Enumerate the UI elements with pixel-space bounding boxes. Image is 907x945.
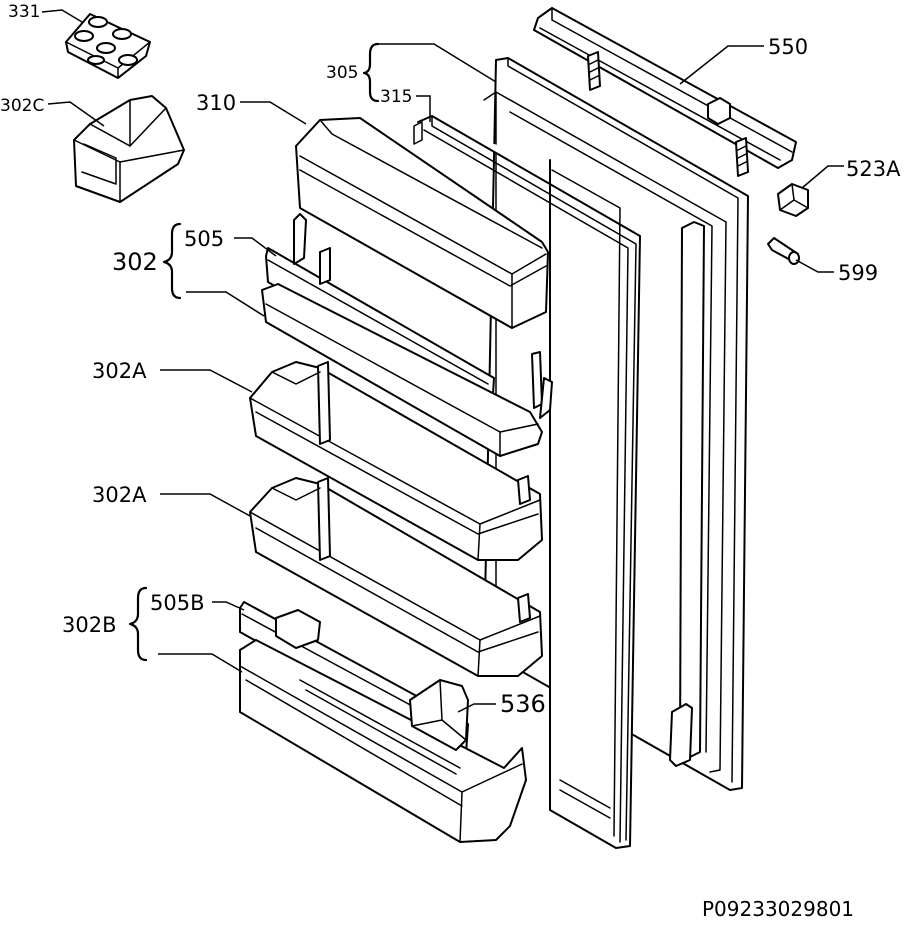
egg-tray-331 — [65, 13, 151, 79]
label-550-group: 550 — [679, 35, 808, 85]
label-305-group: 305 — [326, 42, 497, 103]
pin-599 — [767, 237, 800, 265]
label-302a-upper: 302A — [92, 359, 147, 383]
label-305: 305 — [326, 63, 358, 83]
label-331-group: 331 — [8, 2, 83, 23]
door-handle-recess — [669, 221, 705, 767]
label-302: 302 — [112, 248, 158, 276]
label-310-group: 310 — [196, 91, 307, 125]
label-302c: 302C — [0, 96, 44, 116]
hinge-clip-523a — [777, 183, 809, 217]
label-302a-lower: 302A — [92, 483, 147, 507]
label-315: 315 — [380, 87, 412, 107]
label-302b: 302B — [62, 613, 117, 637]
door-shelf-302a-lower — [249, 477, 543, 677]
label-302-group: 302 505 — [112, 222, 277, 317]
label-302a-lower-group: 302A — [92, 483, 251, 517]
door-shelf-302a-upper — [249, 361, 543, 561]
label-315-group: 315 — [380, 87, 431, 122]
top-hinge-bar — [533, 7, 797, 177]
label-523a-group: 523A — [801, 157, 901, 189]
label-599: 599 — [838, 261, 878, 285]
label-310: 310 — [196, 91, 236, 115]
dairy-lid-310 — [295, 117, 549, 329]
label-505: 505 — [184, 227, 224, 251]
label-536-group: 536 — [457, 690, 546, 718]
label-523a: 523A — [846, 157, 901, 181]
small-box-302c — [73, 95, 185, 203]
bottle-shelf-302b — [239, 639, 527, 843]
drawing-code: P09233029801 — [702, 897, 854, 921]
label-505b: 505B — [150, 591, 205, 615]
label-302c-group: 302C — [0, 96, 105, 127]
door-gasket — [413, 115, 641, 849]
label-302a-upper-group: 302A — [92, 359, 253, 393]
label-331: 331 — [8, 2, 40, 22]
label-599-group: 599 — [795, 259, 878, 285]
door-shelf-302 — [261, 283, 553, 457]
label-302b-group: 302B 505B — [62, 586, 245, 673]
bottle-separator-536 — [409, 679, 469, 751]
label-550: 550 — [768, 35, 808, 59]
label-536: 536 — [500, 690, 546, 718]
